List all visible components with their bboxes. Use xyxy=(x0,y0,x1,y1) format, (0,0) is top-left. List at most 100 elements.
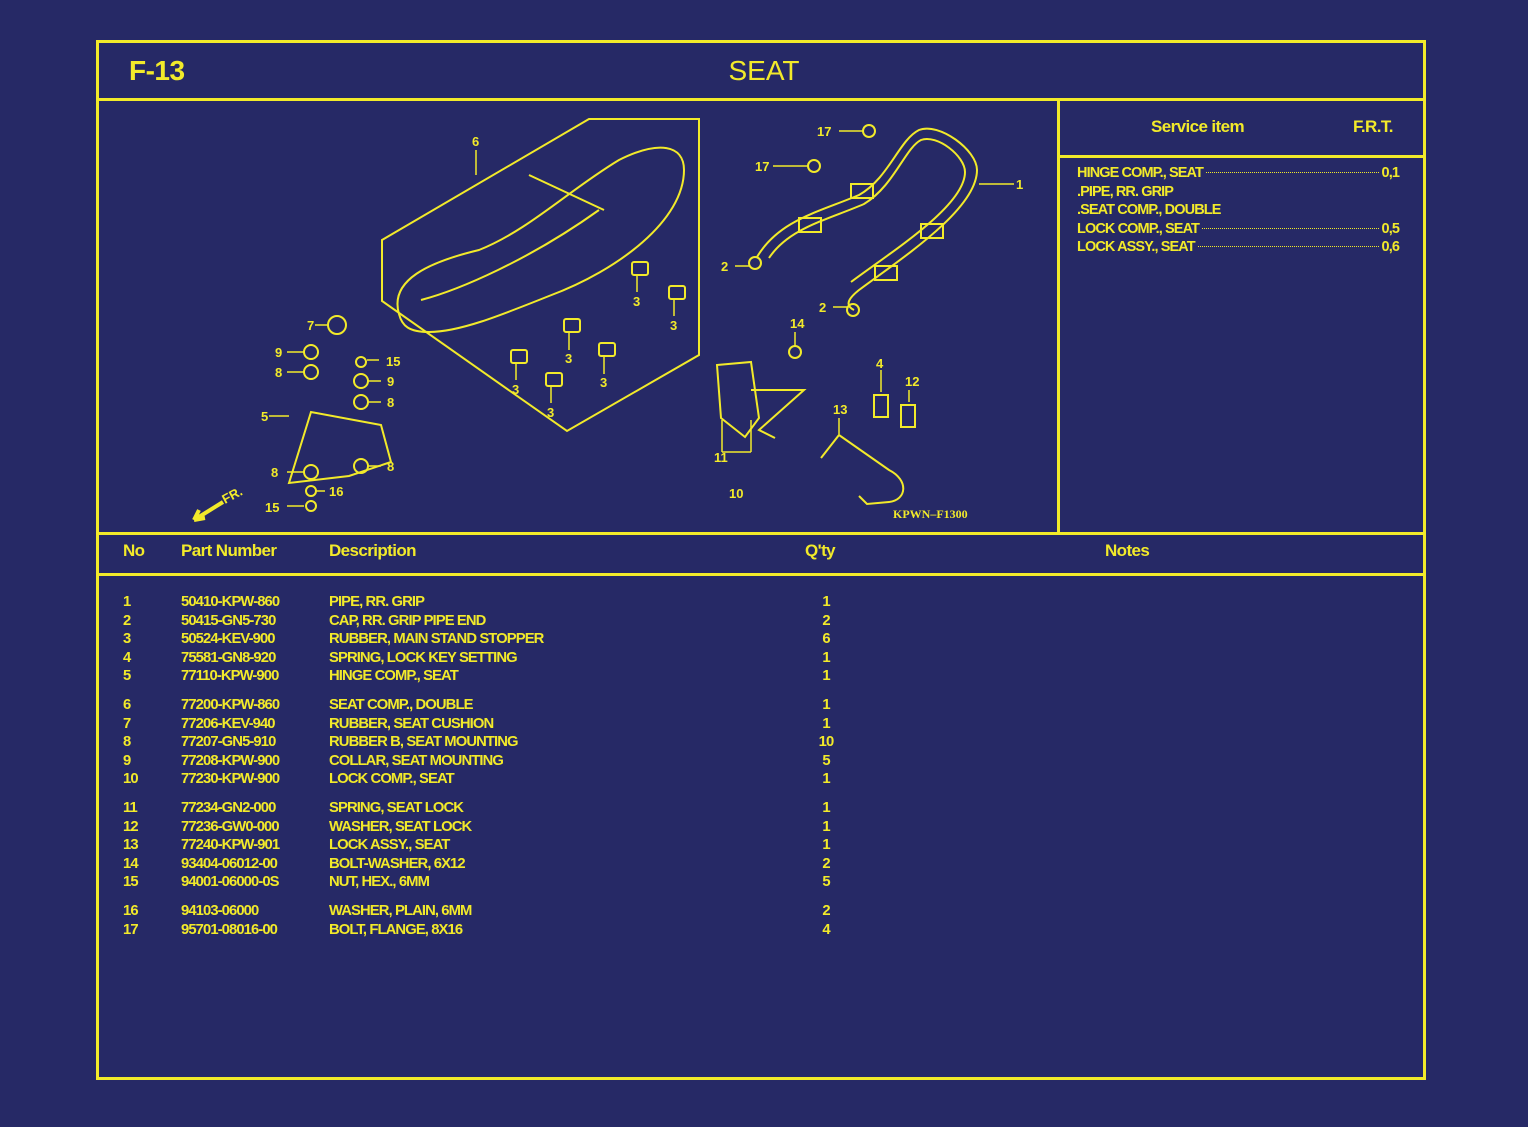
hex-nut xyxy=(305,500,317,512)
service-head-divider xyxy=(1059,155,1426,158)
callout-label: 3 xyxy=(512,382,519,397)
seat-lock-spring xyxy=(751,389,807,439)
mounting-rubber xyxy=(303,464,319,480)
end-cap xyxy=(748,256,762,270)
seat-lock-body xyxy=(715,360,761,439)
grab-rail-pipe xyxy=(768,137,967,283)
grab-rail-pipe xyxy=(756,127,979,311)
seat-seam-line xyxy=(420,209,600,301)
callout-label: 14 xyxy=(790,316,805,331)
callout-label: 3 xyxy=(600,375,607,390)
callout-label: 3 xyxy=(565,351,572,366)
callout-label: 8 xyxy=(387,459,394,474)
diagram-bottom-divider xyxy=(99,532,1426,535)
page-title: SEAT xyxy=(728,55,800,86)
diagram-code: KPWN–F1300 xyxy=(893,507,968,521)
callout-label: 8 xyxy=(387,395,394,410)
callout-label: 17 xyxy=(817,124,831,139)
callout-label: 3 xyxy=(547,405,554,420)
plain-washer xyxy=(305,485,317,497)
seat-outline-box xyxy=(381,118,700,433)
service-item: .PIPE, RR. GRIP xyxy=(1077,183,1174,200)
hex-nut xyxy=(355,356,367,368)
callout-label: 11 xyxy=(714,450,728,465)
service-divider xyxy=(1057,100,1060,534)
callout-label: 6 xyxy=(472,134,479,149)
flange-bolt xyxy=(862,124,876,138)
callout-label: 1 xyxy=(1016,177,1023,192)
key-setting-spring xyxy=(873,394,889,418)
cushion-rubber xyxy=(327,315,347,335)
column-header-no: No xyxy=(123,541,145,560)
grab-rail-bracket xyxy=(874,265,898,281)
service-item-heading: Service item xyxy=(1151,117,1245,136)
mounting-collar xyxy=(353,373,369,389)
callout-label: 3 xyxy=(633,294,640,309)
column-header-description: Description xyxy=(329,541,417,560)
end-cap xyxy=(846,303,860,317)
callout-label: 9 xyxy=(387,374,394,389)
table-head-divider xyxy=(99,573,1426,576)
bolt-washer xyxy=(788,345,802,359)
mounting-rubber xyxy=(353,394,369,410)
callout-label: 5 xyxy=(261,409,268,424)
service-item: .SEAT COMP., DOUBLE xyxy=(1077,202,1221,218)
callout-label: 2 xyxy=(819,300,826,315)
parts-page-frame: F-13 SEAT Service item F.R.T. HINGE COMP… xyxy=(96,40,1426,1080)
frt-heading: F.R.T. xyxy=(1353,117,1393,136)
mounting-rubber xyxy=(353,458,369,474)
flange-bolt xyxy=(807,159,821,173)
front-arrow-icon xyxy=(192,500,225,522)
callout-numbers: 6 17 17 1 2 2 3 3 3 3 3 3 7 9 8 5 15 9 8… xyxy=(261,124,1023,521)
seat-seam-line xyxy=(528,174,605,211)
column-header-notes: Notes xyxy=(1105,541,1150,560)
column-header-part-number: Part Number xyxy=(181,541,277,560)
column-header-qty: Q'ty xyxy=(805,541,836,560)
callout-label: 17 xyxy=(755,159,769,174)
callout-label: 10 xyxy=(729,486,743,501)
callout-label: 2 xyxy=(721,259,728,274)
callout-label: 15 xyxy=(265,500,279,515)
callout-label: 8 xyxy=(271,465,278,480)
figure-code: F-13 xyxy=(129,55,185,86)
mounting-rubber xyxy=(303,364,319,380)
exploded-parts-diagram: FR. xyxy=(192,118,1023,522)
callout-label: 9 xyxy=(275,345,282,360)
grab-rail-bracket xyxy=(920,223,944,239)
callout-label: 3 xyxy=(670,318,677,333)
callout-label: 15 xyxy=(386,354,400,369)
header-divider xyxy=(99,98,1426,101)
leader-lines xyxy=(269,130,1014,507)
rubber-stopper-parts xyxy=(510,261,686,387)
callout-label: 7 xyxy=(307,318,314,333)
callout-label: 12 xyxy=(905,374,919,389)
callout-label: 4 xyxy=(876,356,884,371)
mounting-collar xyxy=(303,344,319,360)
callout-label: 16 xyxy=(329,484,343,499)
seat-lock-washer xyxy=(900,404,916,428)
seat-cushion-shape xyxy=(396,146,686,334)
seat-lock-assembly xyxy=(820,433,905,506)
grab-rail-bracket xyxy=(798,217,822,233)
